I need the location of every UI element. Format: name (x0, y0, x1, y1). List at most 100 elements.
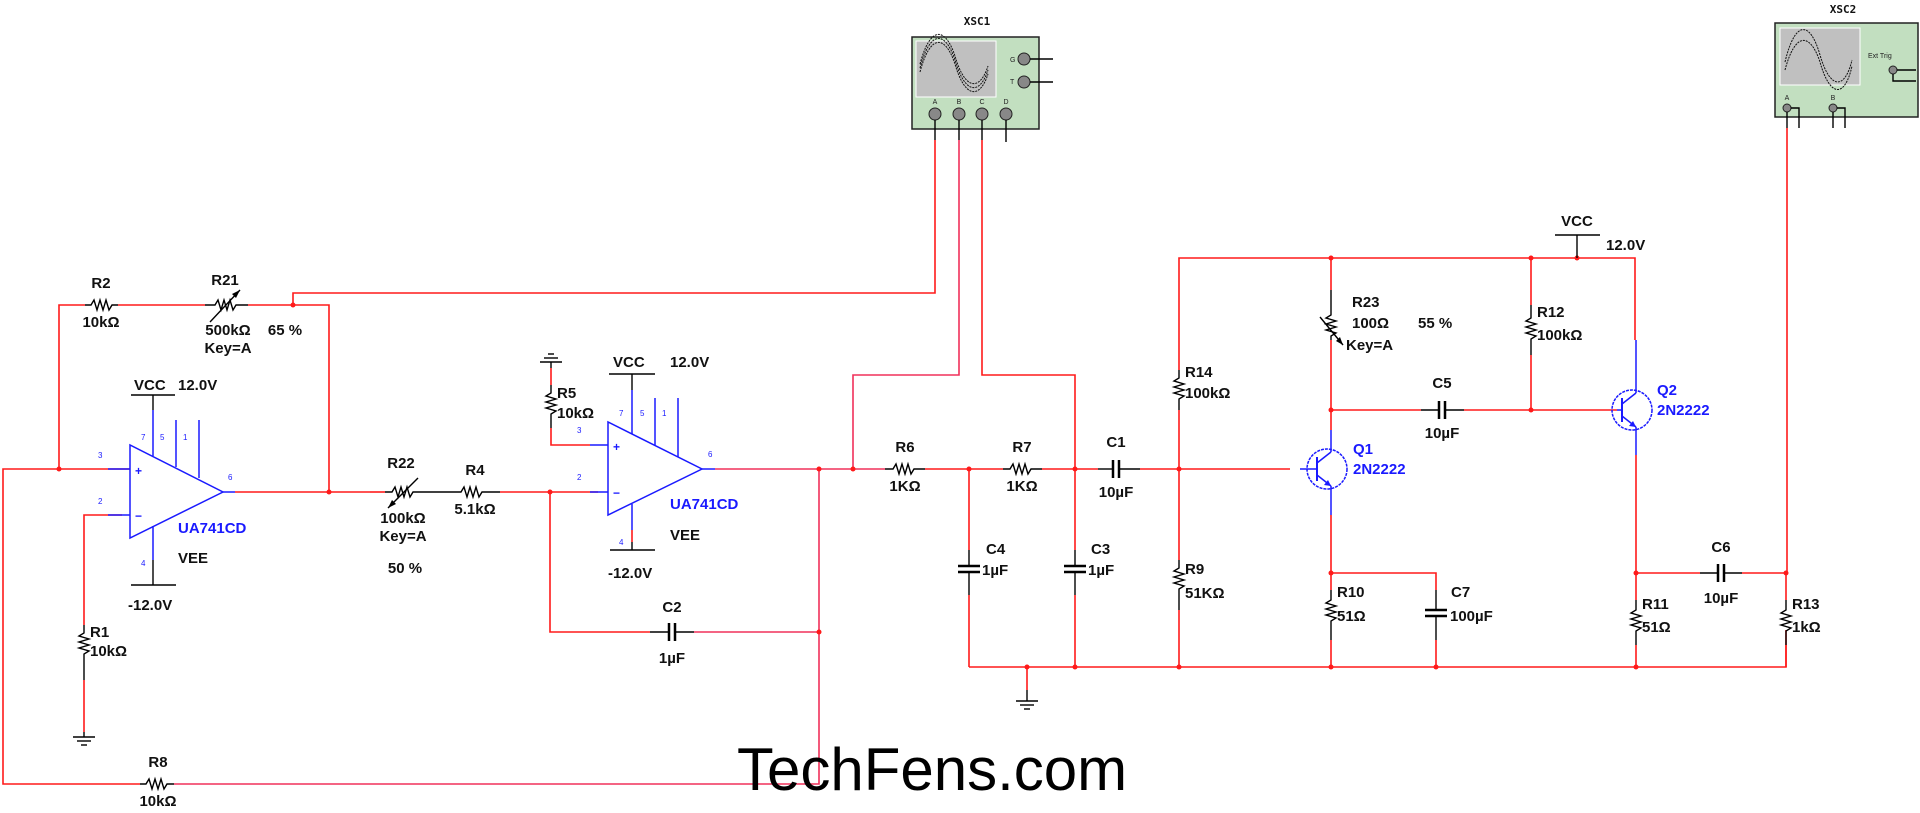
vcc-value: 12.0V (1606, 237, 1645, 254)
capacitor-c1[interactable]: C1 10µF (1098, 434, 1140, 501)
oscilloscope-xsc1[interactable]: XSC1 A B C D G T (911, 15, 1053, 142)
c6-ref: C6 (1711, 539, 1730, 556)
u2-pin5: 5 (640, 409, 645, 418)
r8-ref: R8 (148, 754, 167, 771)
xsc1-port-c[interactable] (975, 107, 989, 121)
u2-pin2: 2 (577, 473, 582, 482)
opamp-u2[interactable]: + − 3 2 6 7 5 1 4 UA741CD VCC 12.0V VEE … (577, 354, 739, 582)
xsc1-port-d-label: D (1003, 99, 1008, 106)
resistor-r9[interactable]: R9 51KΩ (1171, 560, 1225, 610)
r22-value: 100kΩ (380, 510, 425, 527)
r21-setting: 65 % (268, 322, 302, 339)
r4-ref: R4 (465, 462, 485, 479)
resistor-r11[interactable]: R11 51Ω (1628, 596, 1671, 645)
r8-value: 10kΩ (139, 793, 176, 810)
xsc1-port-a[interactable] (928, 107, 942, 121)
r23-ref: R23 (1352, 294, 1380, 311)
capacitor-c2[interactable]: C2 1µF (650, 599, 694, 667)
xsc2-port-a-label: A (1785, 95, 1790, 102)
u1-vcc-value: 12.0V (178, 377, 217, 394)
r13-value: 1kΩ (1792, 619, 1821, 636)
r7-ref: R7 (1012, 439, 1031, 456)
xsc1-port-t[interactable] (1017, 75, 1031, 89)
xsc1-port-b-label: B (957, 99, 962, 106)
u2-vcc-value: 12.0V (670, 354, 709, 371)
xsc1-port-g[interactable] (1017, 52, 1031, 66)
xsc1-port-b[interactable] (952, 107, 966, 121)
r6-value: 1KΩ (889, 478, 920, 495)
xsc1-port-t-label: T (1010, 79, 1015, 86)
capacitor-c5[interactable]: C5 10µF (1421, 375, 1464, 442)
potentiometer-r21[interactable]: R21 500kΩ Key=A 65 % (204, 272, 302, 357)
q1-ref: Q1 (1353, 441, 1373, 458)
c1-value: 10µF (1099, 484, 1134, 501)
r5-ref: R5 (557, 385, 576, 402)
resistor-r14[interactable]: R14 100kΩ (1171, 364, 1230, 410)
resistor-r8[interactable]: R8 10kΩ (139, 754, 176, 810)
svg-text:+: + (135, 464, 142, 478)
potentiometer-r22[interactable]: R22 100kΩ Key=A 50 % (370, 455, 455, 577)
xsc1-port-d[interactable] (999, 107, 1013, 121)
capacitor-c7[interactable]: C7 100µF (1425, 584, 1493, 640)
u2-pin3: 3 (577, 426, 582, 435)
r12-value: 100kΩ (1537, 327, 1582, 344)
svg-text:+: + (613, 440, 620, 454)
c7-value: 100µF (1450, 608, 1493, 625)
oscilloscope-xsc2[interactable]: XSC2 Ext Trig A B (1774, 3, 1919, 128)
u1-vee-value: -12.0V (128, 597, 172, 614)
resistor-r5[interactable]: R5 10kΩ (543, 385, 594, 428)
r2-ref: R2 (91, 275, 110, 292)
resistor-r6[interactable]: R6 1KΩ (885, 439, 925, 495)
r22-ref: R22 (387, 455, 415, 472)
transistor-q2[interactable]: Q2 2N2222 (1611, 340, 1710, 455)
xsc2-title: XSC2 (1830, 3, 1857, 16)
xsc1-port-c-label: C (979, 99, 984, 106)
junctions (56, 255, 1789, 670)
xsc1-port-g-label: G (1010, 57, 1015, 64)
svg-text:−: − (135, 509, 142, 523)
xsc1-title: XSC1 (964, 15, 991, 28)
q2-model: 2N2222 (1657, 402, 1710, 419)
r10-ref: R10 (1337, 584, 1365, 601)
xsc2-port-b[interactable] (1828, 103, 1838, 113)
u1-pin1: 1 (183, 433, 188, 442)
c5-value: 10µF (1425, 425, 1460, 442)
u2-pin4: 4 (619, 538, 624, 547)
r22-setting: 50 % (388, 560, 422, 577)
c4-ref: C4 (986, 541, 1006, 558)
c1-ref: C1 (1106, 434, 1125, 451)
r9-value: 51KΩ (1185, 585, 1225, 602)
resistor-r1[interactable]: R1 10kΩ (76, 624, 127, 680)
u2-vee-label: VEE (670, 527, 700, 544)
potentiometer-r23[interactable]: R23 100Ω Key=A 55 % (1319, 290, 1452, 354)
q2-ref: Q2 (1657, 382, 1677, 399)
u1-vee-label: VEE (178, 550, 208, 567)
xsc2-port-a[interactable] (1782, 103, 1792, 113)
svg-text:−: − (613, 486, 620, 500)
resistor-r10[interactable]: R10 51Ω (1323, 584, 1366, 640)
capacitor-c6[interactable]: C6 10µF (1700, 539, 1742, 607)
r5-value: 10kΩ (557, 405, 594, 422)
watermark: TechFens.com (737, 736, 1127, 803)
opamp-u1[interactable]: + − 3 2 6 7 5 1 4 UA741CD VCC 12.0V VEE … (98, 377, 247, 614)
r23-setting: 55 % (1418, 315, 1452, 332)
xsc2-ext-trig-port[interactable] (1888, 65, 1898, 75)
c2-ref: C2 (662, 599, 681, 616)
transistor-q1[interactable]: Q1 2N2222 (1300, 430, 1406, 515)
resistor-r7[interactable]: R7 1KΩ (1003, 439, 1042, 495)
c2-value: 1µF (659, 650, 685, 667)
vcc-label: VCC (1561, 213, 1593, 230)
u2-pin1: 1 (662, 409, 667, 418)
vcc-source[interactable]: VCC 12.0V (1555, 213, 1645, 258)
capacitor-c4[interactable]: C4 1µF (958, 541, 1008, 595)
resistor-r2[interactable]: R2 10kΩ (82, 275, 119, 331)
ground-symbol-r5 (540, 353, 562, 368)
c7-ref: C7 (1451, 584, 1470, 601)
resistor-r4[interactable]: R4 5.1kΩ (454, 462, 500, 518)
capacitor-c3[interactable]: C3 1µF (1064, 541, 1114, 595)
u1-model: UA741CD (178, 520, 247, 537)
resistor-r13[interactable]: R13 1kΩ (1778, 596, 1821, 667)
resistor-r12[interactable]: R12 100kΩ (1523, 304, 1582, 355)
r1-value: 10kΩ (90, 643, 127, 660)
